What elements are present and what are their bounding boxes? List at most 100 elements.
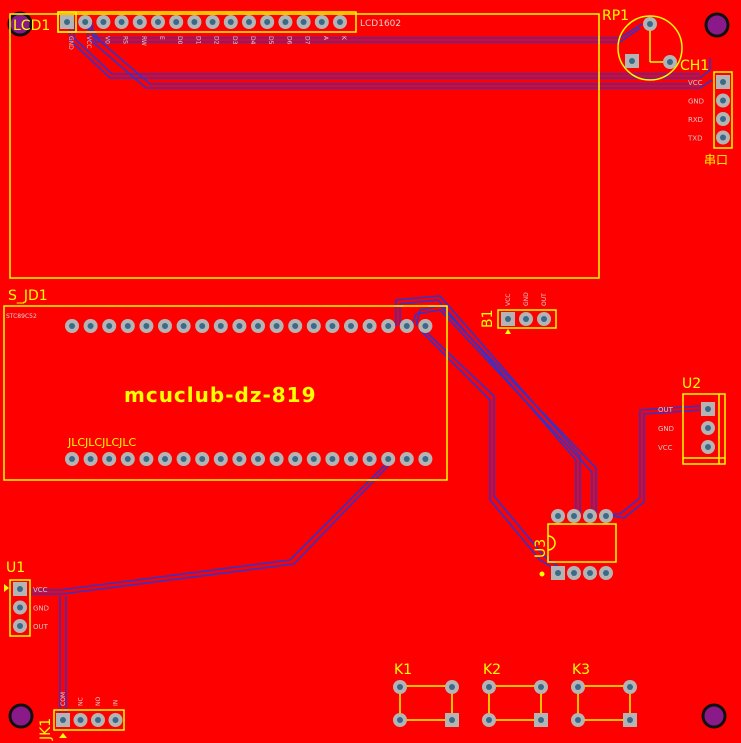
jk1-ref: JK1 [38, 718, 54, 741]
u1-pin-label: VCC [33, 586, 48, 594]
jk1-pin-pad [73, 713, 88, 727]
sjd1-bottom-pin-pad [139, 452, 154, 466]
sjd1-bottom-pin-pad [381, 452, 396, 466]
ch1-pin-pad [716, 112, 730, 126]
lcd1-pin-label: D4 [249, 36, 256, 45]
sjd1-mcu-module: S_JD1 STC89C52 mcuclub-dz-819 JLCJLCJLCJ… [3, 288, 448, 481]
b1-pin-label: GND [523, 292, 530, 306]
lcd1-pin-label: D7 [304, 36, 311, 45]
ch1-pin-label: RXD [688, 116, 703, 124]
lcd1-pin-label: D1 [194, 36, 201, 45]
jk1-pin-pad [56, 713, 70, 727]
sjd1-bottom-pin-pad [120, 452, 135, 466]
key-pin-pad [482, 713, 496, 727]
key-pin-pad [534, 713, 548, 727]
ch1-ref: CH1 [680, 58, 709, 74]
sjd1-brand: mcuclub-dz-819 [124, 383, 317, 407]
lcd1-pin-label: E [158, 36, 165, 40]
sjd1-bottom-pin-pad [158, 452, 172, 466]
lcd1-pin-pad [96, 15, 111, 29]
lcd1-pin-pad [60, 15, 74, 29]
sjd1-bottom-pin-pad [251, 452, 265, 466]
lcd1-pin-pad [187, 15, 202, 29]
lcd1-pin-pad [278, 15, 293, 29]
u1-pin-pad [13, 619, 27, 633]
sjd1-top-pin-pad [195, 319, 210, 333]
lcd1-pin-pad [333, 15, 347, 29]
u3-bottom-pin-pad [551, 566, 565, 580]
sjd1-top-pin-pad [120, 319, 135, 333]
sjd1-top-pin-pad [83, 319, 98, 333]
u3-bottom-pin-pad [599, 566, 613, 580]
u1-pin-pad [13, 582, 27, 596]
sjd1-bottom-pin-pad [65, 452, 79, 466]
lcd1-pin-pad [78, 15, 93, 29]
lcd1-pin-label: V0 [103, 36, 110, 44]
tact-switch-2 [482, 680, 548, 727]
lcd1-pin-label: D3 [231, 36, 238, 45]
ch1-pin-label: GND [688, 98, 704, 106]
lcd1-pin-pad [114, 15, 129, 29]
sjd1-top-pin-pad [362, 319, 377, 333]
sjd1-bottom-pin-pad [325, 452, 340, 466]
sjd1-bottom-pin-pad [399, 452, 414, 466]
ch1-pin-pad [716, 130, 730, 145]
sjd1-top-pin-pad [418, 319, 433, 333]
k3-ref: K3 [572, 662, 590, 678]
sjd1-top-pin-pad [213, 319, 228, 333]
sjd1-top-pin-pad [251, 319, 265, 333]
sjd1-bottom-pin-pad [176, 452, 191, 466]
jk1-pin-label: NC [78, 697, 85, 706]
sjd1-top-pin-pad [102, 319, 117, 333]
sjd1-top-pin-pad [306, 319, 321, 333]
key-pin-pad [571, 713, 585, 727]
sjd1-top-pin-pad [269, 319, 284, 333]
u1-pin-label: GND [33, 605, 49, 613]
lcd1-pin-pad [314, 15, 329, 29]
jk1-pin-pad [108, 713, 123, 727]
lcd1-pin-label: D0 [176, 36, 183, 45]
sjd1-top-pin-pad [139, 319, 154, 333]
key-pin-pad [445, 680, 459, 694]
key-pin-pad [623, 713, 637, 727]
sjd1-top-pin-pad [232, 319, 247, 333]
sjd1-ref: S_JD1 [8, 288, 48, 304]
key-pin-pad [482, 680, 496, 694]
lcd1-pin-pad [205, 15, 220, 29]
sjd1-bottom-pin-pad [213, 452, 228, 466]
tact-switch-3 [571, 680, 637, 727]
lcd1-pin-label: D5 [267, 36, 274, 45]
key-pin-pad [445, 713, 459, 727]
lcd1-pin-label: D2 [213, 36, 220, 45]
u2-pin-pad [701, 402, 715, 416]
sjd1-bottom-pin-pad [344, 452, 358, 466]
sjd1-top-pin-pad [399, 319, 414, 333]
key-pin-pad [534, 680, 548, 694]
key-pin-pad [393, 680, 407, 694]
ch1-pin-label: VCC [688, 79, 703, 87]
ch1-pin-label: TXD [687, 135, 702, 143]
u1-pin-label: OUT [33, 623, 49, 631]
u2-pin-label: GND [658, 425, 674, 433]
k1-ref: K1 [394, 662, 412, 678]
b1-ref: B1 [480, 309, 496, 328]
sjd1-bottom-pin-pad [195, 452, 210, 466]
lcd1-model: LCD1602 [360, 19, 401, 29]
sjd1-marker: JLCJLCJLCJLC [67, 436, 137, 449]
sjd1-top-pin-pad [381, 319, 396, 333]
tact-switch-1 [393, 680, 459, 727]
u3-top-pin-pad [599, 509, 613, 523]
sjd1-top-pin-pad [288, 319, 303, 333]
lcd1-pin-label: GND [67, 36, 74, 50]
lcd1-pin-pad [242, 15, 256, 29]
b1-pin-pad [501, 312, 515, 326]
rp1-ref: RP1 [602, 8, 629, 24]
key-pin-pad [571, 680, 585, 694]
u2-pin-label: VCC [658, 444, 673, 452]
